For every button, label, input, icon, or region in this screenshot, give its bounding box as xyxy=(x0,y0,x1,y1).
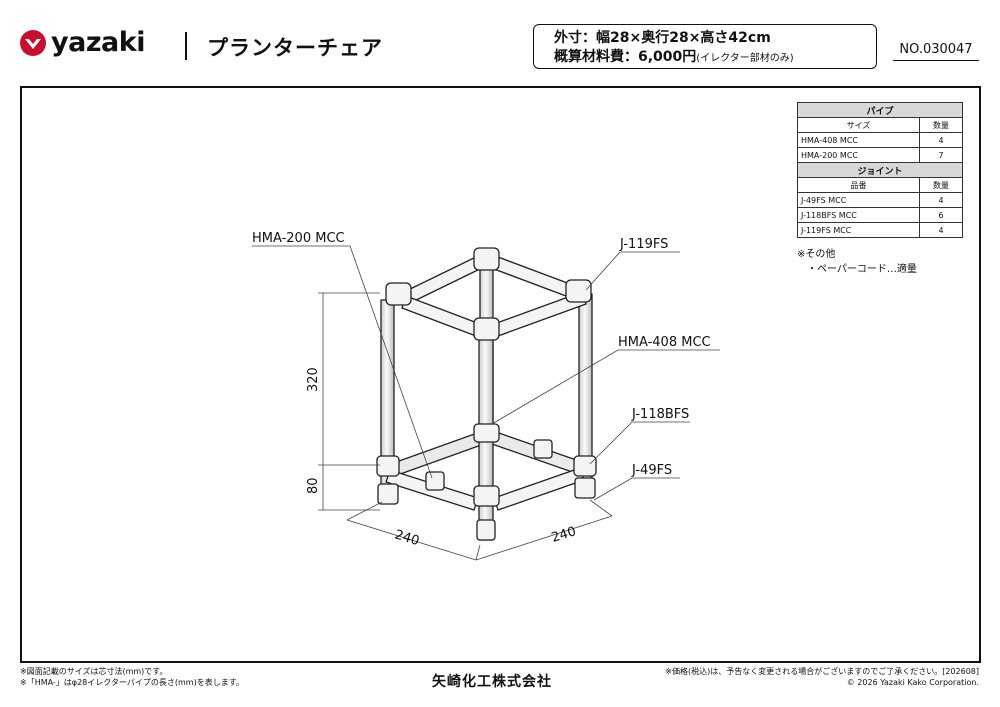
document-number: NO.030047 xyxy=(893,42,979,61)
leader-lines xyxy=(252,245,720,501)
j119fs-joint xyxy=(385,247,592,341)
dim-240-left: 240 xyxy=(393,527,421,549)
j118bfs-joint xyxy=(376,423,597,507)
other-notes: ※その他 ・ペーパーコード…適量 xyxy=(797,247,917,277)
drawing-frame xyxy=(20,86,981,663)
page-title: プランターチェア xyxy=(207,36,383,60)
footer-note-1: ※図面記載のサイズは芯寸法(mm)です。 xyxy=(20,667,168,676)
material-cost: 概算材料費：6,000円(イレクター部材のみ) xyxy=(554,48,876,68)
company-name: 矢崎化工株式会社 xyxy=(432,674,552,690)
spec-box: 外寸：幅28×奥行28×高さ42cm 概算材料費：6,000円(イレクター部材の… xyxy=(533,24,877,69)
brand-logo: yazaki xyxy=(20,27,145,58)
outer-dimensions: 外寸：幅28×奥行28×高さ42cm xyxy=(554,30,771,46)
label-hma200: HMA-200 MCC xyxy=(252,231,345,246)
material-cost-value: 概算材料費：6,000円 xyxy=(554,49,697,65)
brand-name: yazaki xyxy=(51,27,145,58)
dimension-lines xyxy=(318,292,613,561)
other-item: ・ペーパーコード…適量 xyxy=(807,264,917,275)
other-heading: ※その他 xyxy=(797,249,836,260)
pipe-col-qty: 数量 xyxy=(919,117,963,133)
title-divider xyxy=(185,32,187,60)
copyright: © 2026 Yazaki Kako Corporation. xyxy=(846,678,979,687)
yazaki-logo-icon xyxy=(20,30,46,56)
label-j49fs: J-49FS xyxy=(631,463,672,478)
material-cost-note: (イレクター部材のみ) xyxy=(696,53,794,64)
dim-80: 80 xyxy=(306,477,321,494)
label-j118bfs: J-118BFS xyxy=(631,407,689,422)
footer-notes: ※図面記載のサイズは芯寸法(mm)です。 ※「HMA-」はφ28イレクターパイプ… xyxy=(20,666,244,688)
price-note: ※価格(税込)は、予告なく変更される場合がございますのでご了承ください。[202… xyxy=(665,667,979,676)
part-qty: 4 xyxy=(919,222,963,238)
label-hma408: HMA-408 MCC xyxy=(618,335,711,350)
footer-note-2: ※「HMA-」はφ28イレクターパイプの長さ(mm)を表します。 xyxy=(20,678,244,687)
dim-240-right: 240 xyxy=(550,524,578,546)
j49fs-joint xyxy=(377,477,596,541)
dim-320: 320 xyxy=(306,367,321,392)
joint-heading: ジョイント xyxy=(797,162,963,178)
footer-right: ※価格(税込)は、予告なく変更される場合がございますのでご了承ください。[202… xyxy=(665,666,979,688)
label-j119fs: J-119FS xyxy=(619,237,668,252)
